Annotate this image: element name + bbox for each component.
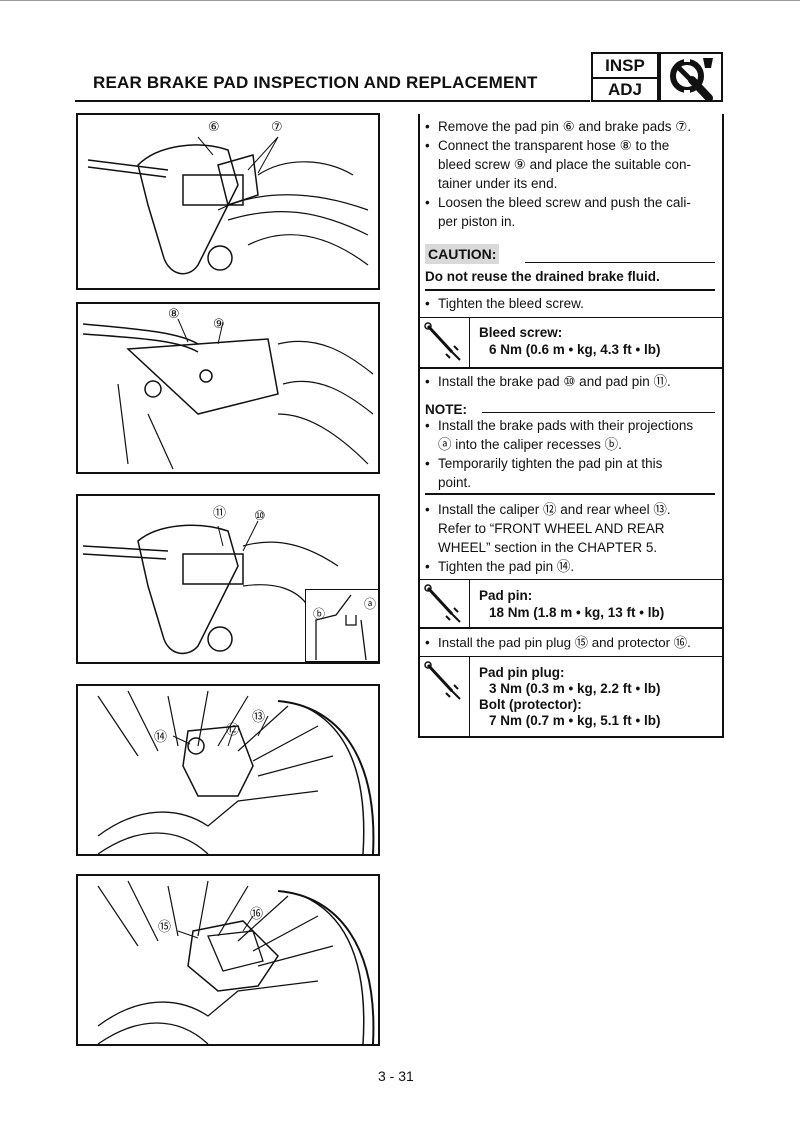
callout-b: ⓑ — [313, 607, 326, 621]
torque-wrench-icon — [422, 584, 466, 629]
tab-adj-label: ADJ — [607, 80, 642, 99]
spec-icon-divider — [469, 656, 470, 736]
bullet: • — [425, 635, 430, 650]
spec-pad-pin-value: 18 Nm (1.8 m • kg, 13 ft • lb) — [489, 605, 665, 620]
title-underline — [75, 100, 590, 102]
figure-install-protector: ⑮ ⑯ — [76, 874, 380, 1046]
callout-7: ⑦ — [271, 119, 283, 134]
step-connect-hose-2: bleed screw ⑨ and place the suitable con… — [438, 157, 691, 172]
callout-14: ⑭ — [154, 729, 168, 744]
spec-plug-value: 3 Nm (0.3 m • kg, 2.2 ft • lb) — [489, 681, 661, 696]
callout-9: ⑨ — [213, 316, 225, 331]
step-install-plug: Install the pad pin plug ⑮ and protector… — [438, 635, 691, 650]
bullet: • — [425, 502, 430, 517]
page-top-border — [0, 0, 800, 1]
bullet: • — [425, 418, 430, 433]
bullet: • — [425, 456, 430, 471]
bullet: • — [425, 138, 430, 153]
bullet: • — [425, 296, 430, 311]
callout-12: ⑫ — [226, 722, 240, 737]
figure-install-caliper: ⑭ ⑫ ⑬ — [76, 684, 380, 856]
spec-divider — [420, 317, 722, 318]
insp-adj-tab: INSP ADJ — [591, 52, 659, 102]
step-loosen-1: Loosen the bleed screw and push the cali… — [438, 195, 691, 210]
wrench-screwdriver-icon — [670, 56, 713, 102]
spec-icon-divider — [469, 317, 470, 368]
caution-end-rule — [425, 289, 715, 291]
note-projections-2: ⓐ into the caliper recesses ⓑ. — [438, 437, 622, 452]
callout-13: ⑬ — [252, 709, 266, 724]
note-rule — [482, 412, 715, 413]
figure-bleed-hose: ⑧ ⑨ — [76, 302, 380, 474]
spec-icon-divider — [469, 579, 470, 628]
step-install-caliper-2: Refer to “FRONT WHEEL AND REAR — [438, 521, 665, 536]
step-install-caliper-3: WHEEL” section in the CHAPTER 5. — [438, 540, 658, 555]
step-tighten-pad-pin: Tighten the pad pin ⑭. — [438, 559, 575, 574]
callout-10: ⑩ — [254, 508, 266, 523]
tab-divider — [593, 77, 657, 79]
step-connect-hose-1: Connect the transparent hose ⑧ to the — [438, 138, 670, 153]
torque-wrench-icon — [422, 661, 466, 706]
callout-11: ⑪ — [213, 505, 227, 520]
caution-text: Do not reuse the drained brake fluid. — [425, 269, 660, 284]
spec-divider — [420, 579, 722, 580]
spec-bleed-screw-value: 6 Nm (0.6 m • kg, 4.3 ft • lb) — [489, 342, 661, 357]
step-tighten-bleed: Tighten the bleed screw. — [438, 296, 584, 311]
note-end-rule — [425, 493, 715, 495]
figure-remove-pads: ⑥ ⑦ — [76, 113, 380, 290]
step-install-pads: Install the brake pad ⑩ and pad pin ⑪. — [438, 374, 671, 389]
torque-wrench-icon — [422, 322, 466, 367]
callout-16: ⑯ — [250, 906, 264, 921]
page-title: REAR BRAKE PAD INSPECTION AND REPLACEMEN… — [93, 73, 538, 92]
instructions-column — [418, 114, 724, 738]
step-remove-pads: Remove the pad pin ⑥ and brake pads ⑦. — [438, 119, 692, 134]
caution-label: CAUTION: — [425, 244, 500, 264]
tool-icon-box — [659, 52, 723, 102]
note-temporary-1: Temporarily tighten the pad pin at this — [438, 456, 663, 471]
step-install-caliper-1: Install the caliper ⑫ and rear wheel ⑬. — [438, 502, 671, 517]
page-number: 3 - 31 — [378, 1068, 414, 1084]
spec-protector-label: Bolt (protector): — [479, 697, 582, 712]
callout-15: ⑮ — [158, 919, 172, 934]
tab-insp-label: INSP — [605, 56, 645, 75]
bullet: • — [425, 374, 430, 389]
bullet: • — [425, 559, 430, 574]
spec-plug-label: Pad pin plug: — [479, 665, 565, 680]
spec-protector-value: 7 Nm (0.7 m • kg, 5.1 ft • lb) — [489, 713, 661, 728]
callout-6: ⑥ — [208, 119, 220, 134]
bullet: • — [425, 195, 430, 210]
note-projections-1: Install the brake pads with their projec… — [438, 418, 694, 433]
detail-inset: ⓑ ⓐ — [305, 589, 379, 662]
spec-pad-pin-label: Pad pin: — [479, 588, 533, 603]
note-label: NOTE: — [425, 402, 467, 417]
spec-divider — [420, 367, 722, 369]
figure-install-pads: ⑪ ⑩ ⓑ ⓐ — [76, 494, 380, 664]
spec-divider — [420, 656, 722, 657]
callout-a: ⓐ — [364, 597, 377, 611]
note-temporary-2: point. — [438, 475, 472, 490]
caution-rule — [525, 262, 715, 263]
spec-bleed-screw-label: Bleed screw: — [479, 325, 563, 340]
callout-8: ⑧ — [168, 306, 180, 321]
step-connect-hose-3: tainer under its end. — [438, 176, 558, 191]
bullet: • — [425, 119, 430, 134]
step-loosen-2: per piston in. — [438, 214, 516, 229]
spec-divider — [420, 627, 722, 629]
